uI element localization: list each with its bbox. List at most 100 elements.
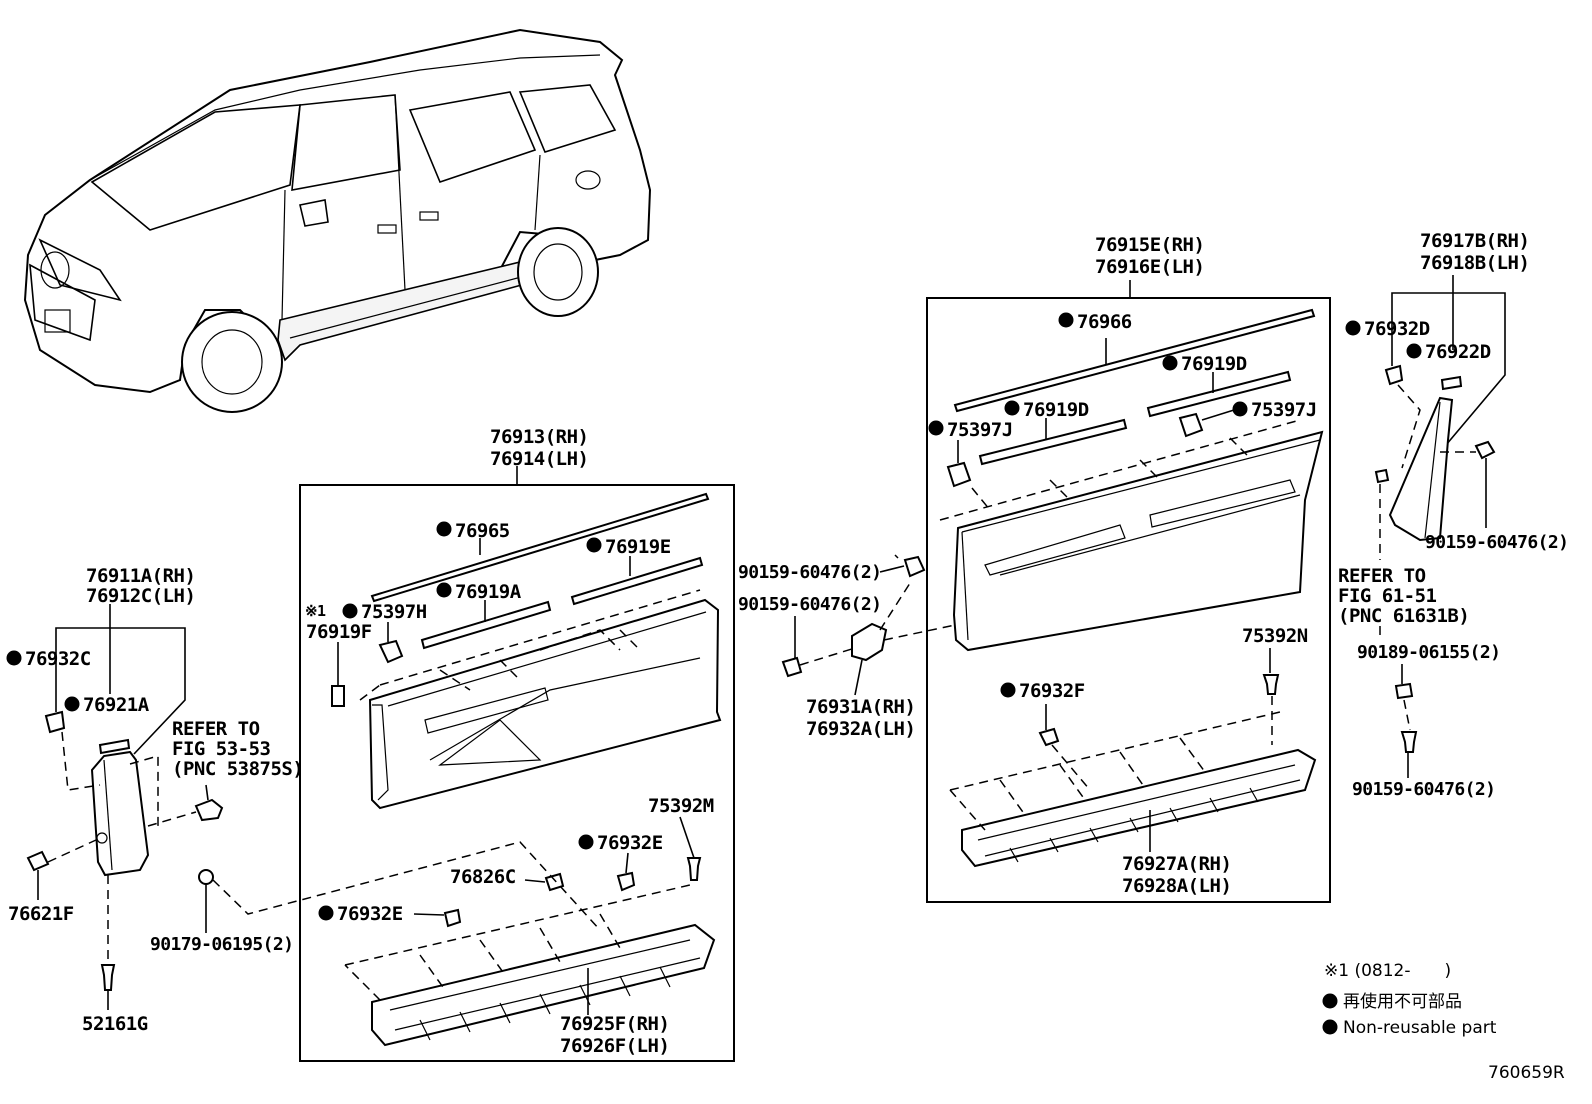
- fastener-76932F: [1038, 727, 1060, 747]
- label-76917B: 76917B(RH): [1420, 230, 1529, 252]
- fastener-90179: [198, 869, 214, 885]
- strip-76919D-a: [1146, 370, 1292, 418]
- label-76919F: 76919F: [306, 621, 372, 643]
- strip-76919A: [420, 600, 552, 650]
- label-76916E: 76916E(LH): [1095, 256, 1204, 278]
- pad-76919F: [331, 685, 345, 707]
- fastener-90189: [1394, 682, 1414, 700]
- front-moulding-group: 76913(RH) 76914(LH) 76965 76919E 76919A …: [150, 426, 735, 1062]
- corner-moulding: [90, 750, 150, 877]
- label-76919D-b: 76919D: [1023, 399, 1089, 421]
- refer61-line3: (PNC 61631B): [1338, 605, 1469, 627]
- rear-corner-moulding: [1388, 396, 1454, 542]
- pad-76921A: [98, 738, 131, 755]
- moulding-strip-76965: [370, 492, 710, 603]
- clip-75397H: [378, 639, 404, 664]
- label-90159-b: 90159-60476(2): [738, 594, 881, 615]
- clip-75397J-b: [1178, 412, 1204, 438]
- refer61-line1: REFER TO: [1338, 565, 1426, 587]
- vehicle-illustration: [23, 28, 652, 413]
- label-76621F: 76621F: [8, 903, 74, 925]
- fastener-90159-c: [1474, 440, 1496, 460]
- label-76911A: 76911A(RH): [86, 565, 195, 587]
- refer53-line3: (PNC 53875S): [172, 758, 303, 780]
- label-76932F: 76932F: [1019, 680, 1085, 702]
- strip-76919D-b: [978, 418, 1128, 466]
- fastener-76621F: [26, 850, 50, 872]
- label-76912C: 76912C(LH): [86, 585, 195, 607]
- label-75397H: 75397H: [361, 601, 427, 623]
- fastener-52161G: [100, 964, 116, 991]
- clip-75392N: [1262, 674, 1280, 695]
- label-76966: 76966: [1077, 311, 1132, 333]
- label-76928A: 76928A(LH): [1122, 875, 1231, 897]
- label-76932D: 76932D: [1364, 318, 1430, 340]
- label-76915E: 76915E(RH): [1095, 234, 1204, 256]
- legend-jp: 再使用不可部品: [1343, 991, 1462, 1012]
- bracket-group: 90159-60476(2) 90159-60476(2) 76931A(RH)…: [738, 554, 956, 740]
- clip-75392M: [686, 857, 702, 881]
- legend: ※1 (0812- ) 再使用不可部品 Non-reusable part 76…: [1322, 961, 1565, 1083]
- fastener-76932E-b: [443, 908, 462, 928]
- label-76927A: 76927A(RH): [1122, 853, 1231, 875]
- label-75397J-b: 75397J: [1251, 399, 1317, 421]
- label-90179: 90179-06195(2): [150, 934, 293, 955]
- refer61-line2: FIG 61-51: [1338, 585, 1437, 607]
- diagram-id: 760659R: [1488, 1063, 1565, 1083]
- strip-76919E: [570, 556, 704, 606]
- clip-53875S: [194, 798, 224, 822]
- label-90159-a: 90159-60476(2): [738, 562, 881, 583]
- label-76932C: 76932C: [25, 648, 91, 670]
- rear-lower-moulding: [961, 748, 1317, 868]
- legend-en: Non-reusable part: [1343, 1018, 1497, 1038]
- label-76919E: 76919E: [605, 536, 671, 558]
- label-75397J-a: 75397J: [947, 419, 1013, 441]
- label-76913: 76913(RH): [490, 426, 588, 448]
- label-75392M: 75392M: [648, 795, 714, 817]
- legend-dot-jp: [1322, 993, 1338, 1009]
- label-76914: 76914(LH): [490, 448, 588, 470]
- front-corner-group: 76911A(RH) 76912C(LH) 76932C 76921A REFE…: [6, 565, 304, 1035]
- fastener-76932D: [1384, 364, 1404, 386]
- label-76919D-a: 76919D: [1181, 353, 1247, 375]
- rear-corner-group: 76917B(RH) 76918B(LH) 76932D 76922D 9015…: [1338, 230, 1569, 800]
- label-76965: 76965: [455, 520, 510, 542]
- label-76926F: 76926F(LH): [560, 1035, 669, 1057]
- label-76931A: 76931A(RH): [806, 696, 915, 718]
- clip-75397J-a: [946, 461, 972, 488]
- fastener-76932E-a: [616, 871, 636, 892]
- label-76932E-b: 76932E: [337, 903, 403, 925]
- label-90189: 90189-06155(2): [1357, 642, 1500, 663]
- legend-note: ※1 (0812- ): [1324, 961, 1451, 981]
- clip-76826C: [544, 872, 565, 892]
- note-mark: ※1: [305, 602, 326, 620]
- label-76918B: 76918B(LH): [1420, 252, 1529, 274]
- rear-moulding-group: 76915E(RH) 76916E(LH) 76966 76919D 76919…: [926, 234, 1331, 903]
- label-76921A: 76921A: [83, 694, 150, 716]
- pad-76922D: [1440, 375, 1463, 391]
- label-76922D: 76922D: [1425, 341, 1491, 363]
- legend-dot-en: [1322, 1019, 1338, 1035]
- refer53-line2: FIG 53-53: [172, 738, 271, 760]
- label-76826C: 76826C: [450, 866, 516, 888]
- bracket-76931A: [851, 622, 888, 662]
- fastener-76932C: [44, 710, 66, 734]
- label-90159-d: 90159-60476(2): [1352, 779, 1495, 800]
- rear-door-moulding: [952, 430, 1324, 652]
- label-90159-c: 90159-60476(2): [1425, 532, 1568, 553]
- label-76925F: 76925F(RH): [560, 1013, 669, 1035]
- label-52161G: 52161G: [82, 1013, 148, 1035]
- clip-61631B: [1374, 468, 1390, 484]
- label-76932A: 76932A(LH): [806, 718, 915, 740]
- label-76932E-a: 76932E: [597, 832, 663, 854]
- rear-group-frame: [926, 297, 1331, 903]
- front-door-moulding: [368, 598, 722, 810]
- label-76919A: 76919A: [455, 581, 522, 603]
- fastener-90159-b: [781, 656, 803, 678]
- fastener-90159-d: [1400, 731, 1418, 753]
- moulding-strip-76966: [953, 308, 1316, 413]
- fastener-90159-a: [903, 555, 926, 578]
- label-75392N: 75392N: [1242, 625, 1308, 647]
